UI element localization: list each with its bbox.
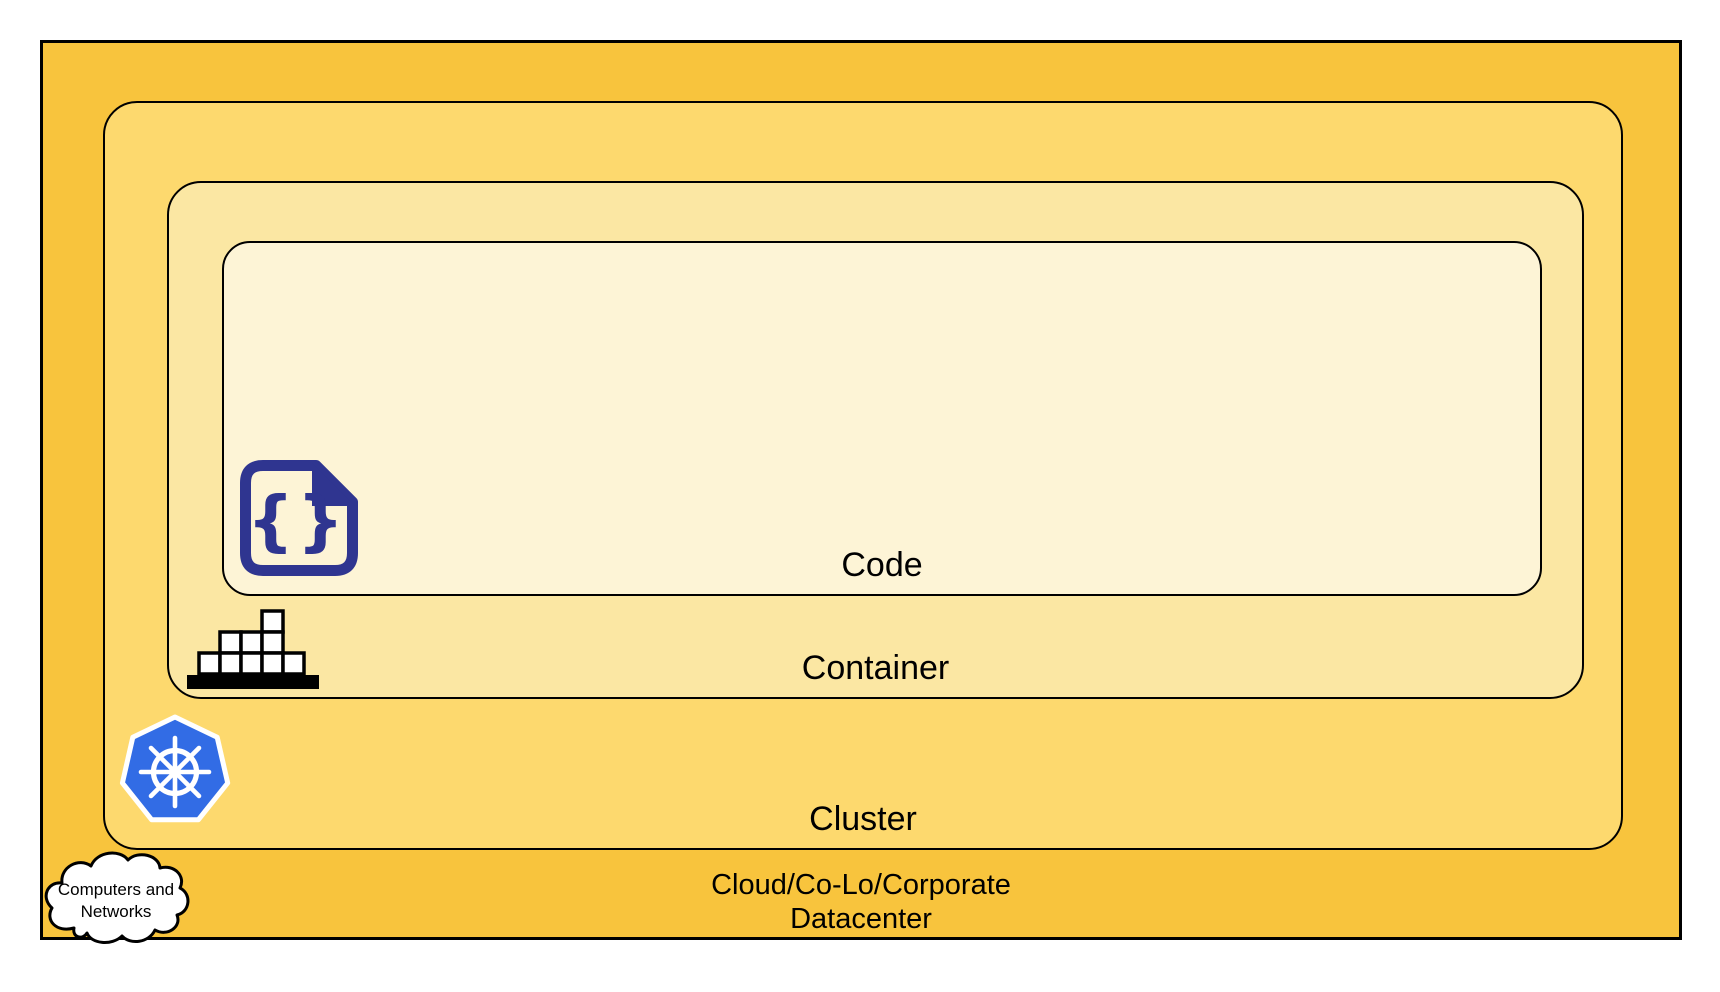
container-base-bar	[187, 675, 319, 689]
kubernetes-icon	[119, 714, 231, 823]
code-label: Code	[841, 545, 923, 584]
helm-hub	[169, 766, 181, 778]
datacenter-label: Cloud/Co-Lo/Corporate Datacenter	[43, 868, 1679, 936]
code-file-fold	[312, 463, 355, 506]
layer-datacenter: Cloud/Co-Lo/Corporate Datacenter Cluster…	[40, 40, 1682, 944]
code-file-outline	[240, 460, 358, 576]
cluster-label: Cluster	[809, 799, 917, 838]
code-braces-glyph: {}	[247, 482, 347, 559]
cloud-label-line1: Computers and	[58, 880, 174, 899]
layer-container: Container Code {}	[167, 181, 1584, 699]
container-label: Container	[801, 648, 950, 687]
datacenter-label-line1: Cloud/Co-Lo/Corporate	[711, 868, 1011, 901]
cloud-icon: Computers and Networks	[44, 851, 190, 944]
datacenter-label-line2: Datacenter	[790, 902, 932, 935]
layer-cluster: Cluster Container Code {}	[103, 101, 1623, 850]
container-boxes	[197, 609, 306, 676]
container-stack-icon	[187, 609, 319, 689]
cloud-label-line2: Networks	[81, 902, 152, 921]
layer-code: Code {}	[222, 241, 1542, 596]
code-file-icon: {}	[240, 460, 358, 576]
cloud-shape	[44, 851, 190, 944]
